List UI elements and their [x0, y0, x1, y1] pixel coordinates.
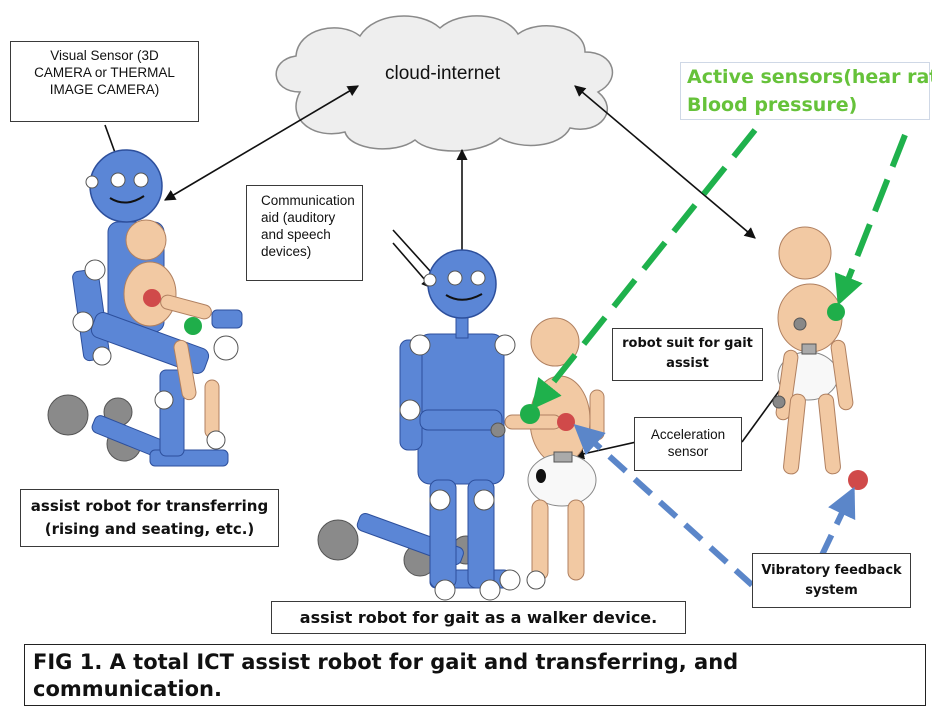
vibratory-feedback-label: Vibratory feedback system [752, 553, 911, 608]
arrow-cloud-to-right-robot [574, 85, 756, 239]
communication-aid-line-2: aid (auditory [261, 210, 336, 225]
blue-arrow-to-suit [819, 486, 856, 557]
transfer-robot-line-2: (rising and seating, etc.) [44, 520, 255, 538]
robot-suit-label: robot suit for gait assist [612, 328, 763, 381]
figure-caption: FIG 1. A total ICT assist robot for gait… [24, 644, 926, 706]
cloud-label: cloud-internet [385, 63, 501, 84]
communication-aid-line-3: and speech [261, 227, 331, 242]
transfer-robot-label: assist robot for transferring (rising an… [20, 489, 279, 547]
acceleration-sensor-label: Acceleration sensor [634, 417, 742, 471]
vibratory-line-1: Vibratory feedback [761, 563, 902, 578]
transfer-robot-line-1: assist robot for transferring [30, 497, 269, 515]
visual-sensor-line-3: IMAGE CAMERA) [49, 82, 160, 97]
blue-arrow-to-walker [573, 423, 755, 588]
caption-line-1: FIG 1. A total ICT assist robot for gait… [33, 650, 739, 674]
green-arrow-to-walker [531, 128, 758, 410]
caption-line-2: communication. [33, 677, 222, 701]
acceleration-sensor-line-1: Acceleration [650, 427, 726, 442]
active-sensors-label: Active sensors(hear rate, Blood pressure… [680, 62, 932, 120]
visual-sensor-label: Visual Sensor (3D CAMERA or THERMAL IMAG… [10, 41, 199, 122]
arrow-cloud-to-left-robot [164, 85, 359, 201]
robot-suit-line-1: robot suit for gait [622, 336, 753, 351]
active-sensors-line-2: Blood pressure) [687, 94, 858, 116]
acceleration-sensor-line-2: sensor [667, 444, 709, 459]
walker-robot-figure [317, 249, 605, 601]
walker-robot-label: assist robot for gait as a walker device… [271, 601, 686, 634]
robot-suit-line-2: assist [666, 356, 709, 371]
visual-sensor-line-2: CAMERA or THERMAL [34, 65, 175, 80]
communication-aid-line-1: Communication [261, 193, 355, 208]
transfer-robot-figure [47, 149, 243, 467]
communication-aid-line-4: devices) [261, 244, 312, 259]
cloud-shape [275, 15, 614, 152]
communication-aid-label: Communication aid (auditory and speech d… [246, 185, 363, 281]
green-arrow-to-suit [834, 133, 908, 306]
vibratory-line-2: system [805, 583, 858, 598]
visual-sensor-line-1: Visual Sensor (3D [50, 48, 159, 63]
active-sensors-line-1: Active sensors(hear rate, [687, 66, 932, 88]
robot-suit-figure [772, 226, 868, 490]
